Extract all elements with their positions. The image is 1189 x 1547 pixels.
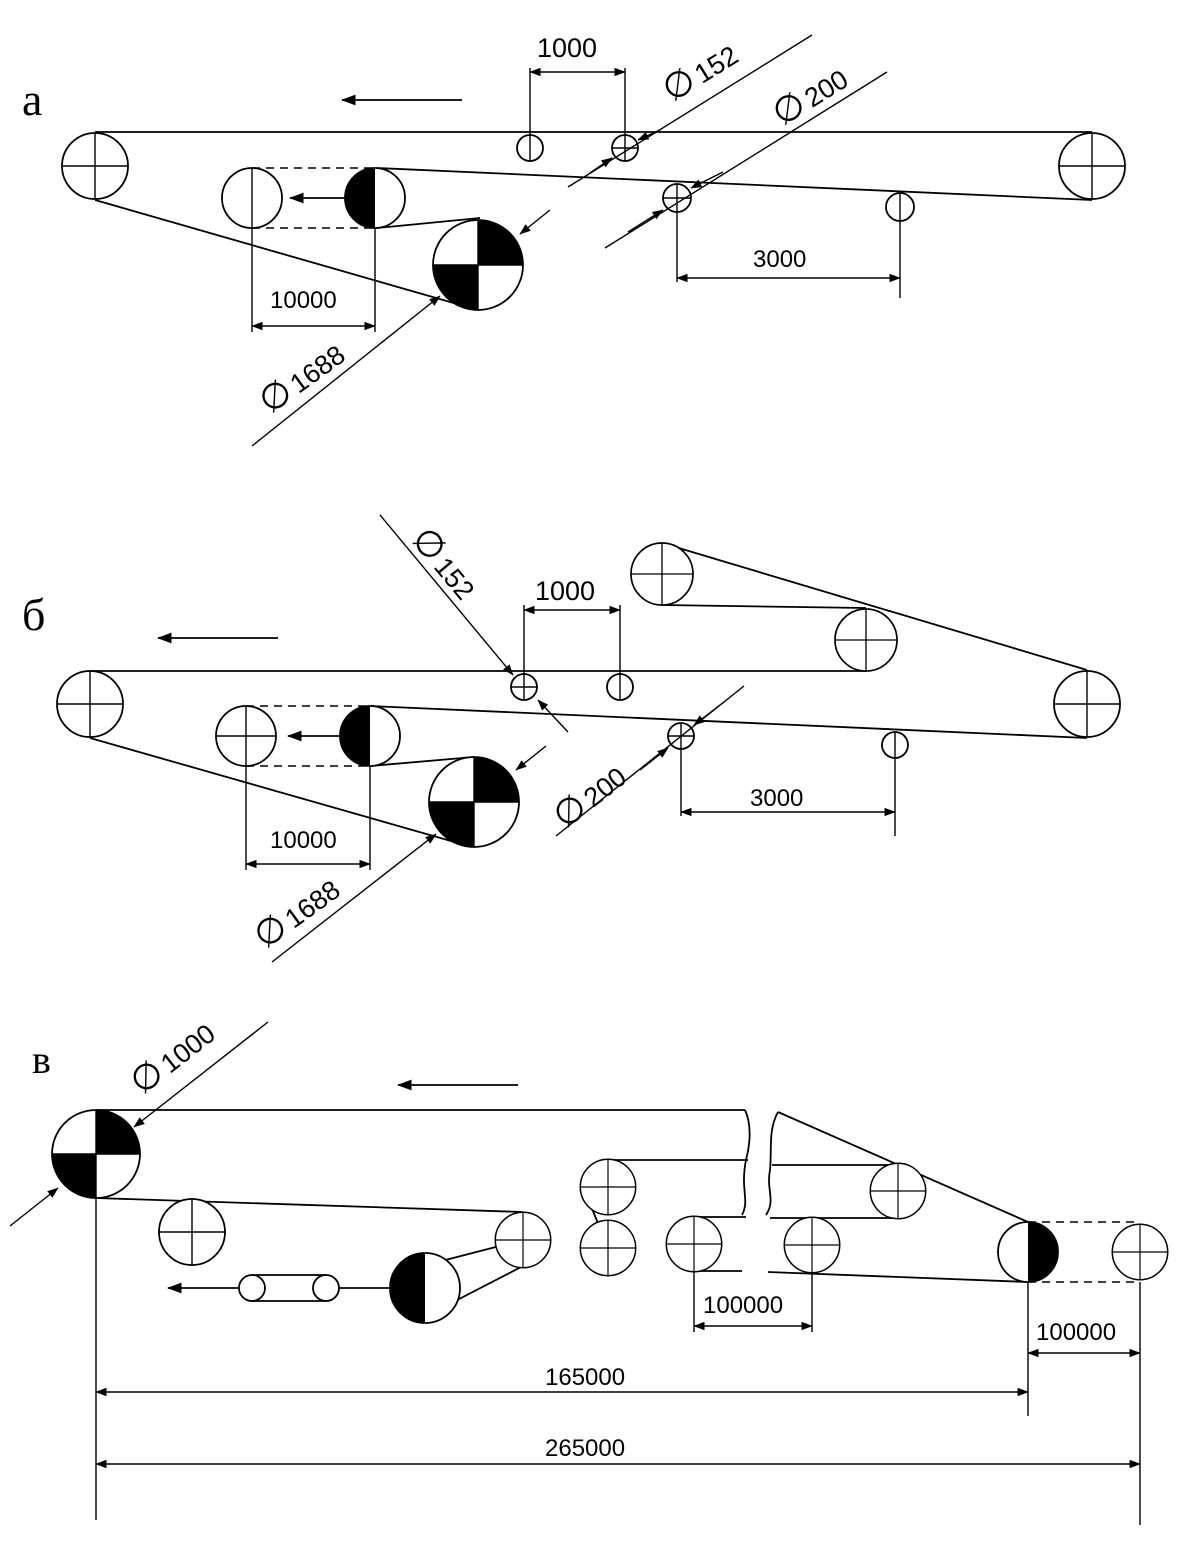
dim-roller-pitch: 1000 xyxy=(529,33,626,135)
tripper-pulley-upper xyxy=(630,542,694,606)
dim-loop-travel-1: 100000 xyxy=(693,1271,813,1332)
scheme-c: в xyxy=(9,1012,1169,1525)
belt-b xyxy=(89,542,1088,848)
take-up-pulley-outline xyxy=(215,705,277,767)
carry-idler xyxy=(606,673,634,701)
take-up-pulley-outline xyxy=(221,167,283,229)
scheme-b: б xyxy=(22,514,1121,963)
dim-return-pitch: 3000 xyxy=(676,212,901,298)
svg-text:165000: 165000 xyxy=(545,1364,625,1391)
return-idler xyxy=(885,192,915,222)
svg-text:10000: 10000 xyxy=(270,827,337,854)
bend-pulley xyxy=(494,1211,552,1269)
dim-take-up-travel: 10000 xyxy=(251,228,376,332)
loop-pulley-right-upper xyxy=(869,1162,927,1220)
panel-label-a: а xyxy=(22,74,42,125)
head-pulley xyxy=(1058,132,1126,200)
svg-text:3000: 3000 xyxy=(750,785,803,812)
svg-text:∅1000: ∅1000 xyxy=(122,1012,222,1102)
svg-text:∅152: ∅152 xyxy=(655,33,744,110)
svg-text:10000: 10000 xyxy=(270,287,337,314)
drive-pulley xyxy=(428,756,520,848)
svg-text:1000: 1000 xyxy=(537,33,597,63)
snub-pulley xyxy=(158,1198,226,1266)
carry-idler xyxy=(516,134,544,162)
drive-pulley xyxy=(432,219,524,311)
take-up-pulley-half xyxy=(339,705,401,767)
loop-pulley-lower xyxy=(579,1219,637,1277)
dim-diameter-return-roller: ∅200 xyxy=(604,57,888,249)
dim-roller-pitch: 1000 xyxy=(523,576,621,674)
take-up-pulley-half xyxy=(344,167,406,229)
carry-idler xyxy=(510,673,538,701)
svg-text:1000: 1000 xyxy=(535,576,595,606)
loop-pulley-right-lower xyxy=(783,1216,841,1274)
svg-text:∅1688: ∅1688 xyxy=(251,333,352,421)
dim-length-1: 165000 xyxy=(95,1198,1029,1520)
tail-pulley xyxy=(56,670,124,738)
drive-pulley-half xyxy=(389,1252,461,1324)
panel-label-b: б xyxy=(22,589,45,640)
svg-text:100000: 100000 xyxy=(703,1292,783,1319)
head-pulley xyxy=(1053,670,1121,738)
dim-diameter-top-roller: ∅152 xyxy=(379,514,569,733)
take-up-trolley xyxy=(238,1274,390,1302)
svg-text:∅200: ∅200 xyxy=(765,57,854,134)
return-idler xyxy=(662,183,692,213)
dim-diameter-return-roller: ∅200 xyxy=(545,685,745,837)
dim-loop-travel-2: 100000 xyxy=(1027,1282,1141,1525)
tripper-pulley-lower xyxy=(834,608,898,672)
tail-pulley-half xyxy=(997,1221,1059,1283)
head-drive-pulley xyxy=(51,1109,141,1199)
loop-carriage-pulley xyxy=(665,1215,723,1273)
svg-text:∅200: ∅200 xyxy=(545,755,633,836)
belt-a xyxy=(94,131,1093,311)
loop-pulley-upper xyxy=(579,1158,637,1216)
dim-take-up-travel: 10000 xyxy=(245,766,371,870)
dim-length-total: 265000 xyxy=(95,1435,1141,1469)
tail-pulley xyxy=(61,132,129,200)
dim-return-pitch: 3000 xyxy=(680,749,896,836)
svg-text:3000: 3000 xyxy=(753,246,806,273)
scheme-a: а xyxy=(22,33,1126,447)
panel-label-c: в xyxy=(32,1037,51,1082)
svg-text:265000: 265000 xyxy=(545,1435,625,1462)
return-idler xyxy=(881,731,909,759)
tail-pulley-outline xyxy=(1111,1223,1169,1281)
svg-text:100000: 100000 xyxy=(1036,1319,1116,1346)
